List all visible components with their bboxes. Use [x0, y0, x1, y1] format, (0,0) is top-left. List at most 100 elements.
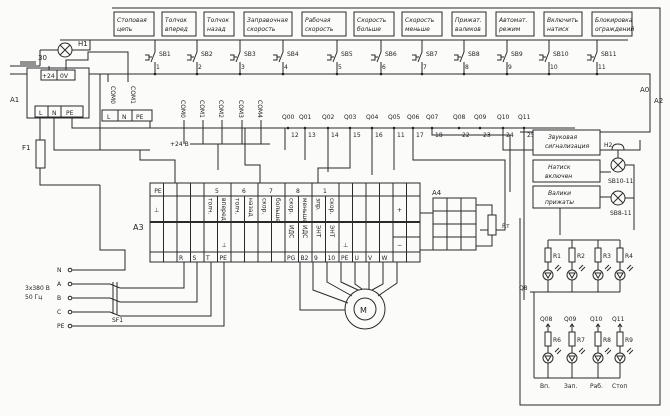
- pushbutton-icon: [371, 40, 382, 74]
- a3-cell-row2: толч.: [207, 198, 214, 215]
- button-label-box: [353, 11, 395, 37]
- wire-number: 12: [291, 132, 299, 139]
- button-id: SB2: [201, 51, 213, 58]
- junction-dot: [195, 72, 199, 76]
- button-id: SB10: [553, 51, 569, 58]
- button-label-line2: скорость: [305, 26, 334, 33]
- a3-cell-row3: ЭНТ: [328, 225, 335, 238]
- pushbutton-icon: [412, 40, 423, 74]
- wire-number: 15: [353, 132, 361, 139]
- a3-cell-row3: ⊥: [343, 242, 348, 249]
- output-label-q02: Q02: [322, 114, 335, 121]
- button-number: 6: [382, 64, 386, 71]
- h2-label: H2: [604, 142, 613, 149]
- junction-dot: [238, 72, 242, 76]
- com-label: COM1: [198, 100, 205, 118]
- a3-cell-row2: скор.: [328, 198, 335, 214]
- top-buttons: СтоповаяцепьSB11ТолчоквпередSB22Толчокна…: [113, 11, 634, 76]
- output-label-q11: Q11: [518, 114, 531, 121]
- sb10-11-label: SB10-11: [608, 178, 634, 185]
- output-label-q04: Q04: [366, 114, 379, 121]
- a3-cell-row2: скор.: [261, 198, 268, 214]
- pushbutton-icon: [497, 40, 508, 74]
- pushbutton-icon: [230, 40, 241, 74]
- plc-terminal-n: N: [122, 114, 127, 121]
- resistor: [544, 331, 552, 347]
- button-id: SB8: [468, 51, 480, 58]
- a3-cell-row2: больше: [274, 198, 281, 222]
- wire-number: 11: [397, 132, 405, 139]
- button-label-box: [543, 11, 583, 37]
- a3-terminal: PG: [287, 255, 296, 262]
- button-id: SB11: [601, 51, 617, 58]
- a0-label: A0: [640, 86, 649, 94]
- phase-label-c: C: [57, 309, 61, 316]
- resistor-r2: [568, 247, 576, 263]
- phase-label-b: B: [57, 295, 61, 302]
- button-id: SB9: [511, 51, 523, 58]
- led-bank: Q8R1Q08R6Вп.R2Q09R7Зап.R3Q10R8Раб.R4Q11R…: [519, 239, 634, 390]
- a3-terminal: R: [179, 255, 183, 262]
- fuse-f1: [35, 139, 46, 169]
- button-label-line1: Рабочая: [305, 17, 331, 24]
- motor: M: [299, 262, 398, 330]
- led-caption: Стоп: [612, 383, 627, 390]
- a3-terminal: 9: [314, 255, 318, 262]
- led-caption: Вп.: [540, 383, 550, 390]
- button-number: 7: [423, 64, 427, 71]
- button-id: SB4: [287, 51, 299, 58]
- junction-dot: [153, 72, 157, 76]
- button-label-line1: Включить: [547, 17, 579, 24]
- plc-terminal-pe: PE: [136, 114, 144, 121]
- brake-unit-a4: A4 Rт: [420, 189, 510, 251]
- wire-number: 16: [375, 132, 383, 139]
- resistor-r4: [616, 247, 624, 263]
- breaker-sf1-label: SF1: [112, 317, 123, 324]
- button-number: 9: [508, 64, 512, 71]
- resistor-label: R4: [625, 253, 633, 260]
- a1-terminal-pe: PE: [66, 110, 74, 117]
- a1-plus24: +24: [42, 73, 55, 80]
- a3-header-cell: 8: [296, 188, 300, 195]
- button-label-box: [243, 11, 293, 37]
- sb8-11-label: SB8-11: [610, 210, 632, 217]
- button-number: 10: [550, 64, 558, 71]
- led-output-label: Q11: [612, 316, 625, 323]
- a3-cell-row2: вперед: [220, 198, 227, 221]
- indicator-line2: включен: [545, 173, 572, 180]
- wire-number: 13: [308, 132, 316, 139]
- pushbutton-icon: [187, 40, 198, 74]
- button-label-line2: скорость: [247, 26, 276, 33]
- junction-dot: [281, 72, 285, 76]
- button-label-box: [161, 11, 197, 37]
- output-label-q10: Q10: [497, 114, 510, 121]
- led-output-label: Q08: [540, 316, 553, 323]
- button-label-line2: натиск: [547, 26, 569, 33]
- a3-terminal: 10: [328, 255, 336, 262]
- brake-resistor: [487, 214, 497, 236]
- wire-30-label: 30: [38, 54, 47, 62]
- led-output-label: Q09: [564, 316, 577, 323]
- terminal-icon: [67, 295, 73, 301]
- button-label-box: [401, 11, 443, 37]
- resistor: [594, 331, 602, 347]
- resistor-r3: [594, 247, 602, 263]
- a3-terminal: S: [193, 255, 197, 262]
- a3-cell-row2: толч.: [234, 198, 241, 215]
- resistor: [568, 331, 576, 347]
